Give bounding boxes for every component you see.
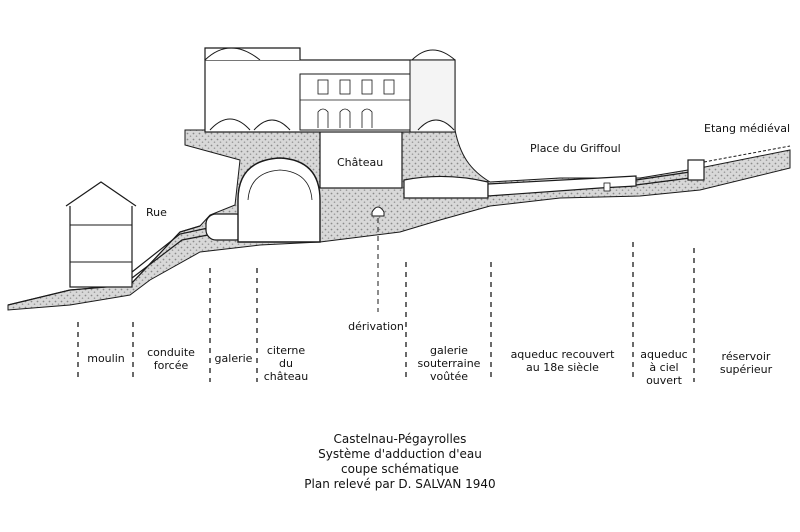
- segment-label-galerie: galerie: [214, 352, 253, 365]
- segment-label-moulin: moulin: [87, 352, 125, 365]
- castle-building: [204, 47, 456, 189]
- caption-line-3: coupe schématique: [341, 462, 459, 476]
- cistern-vault: [237, 157, 321, 243]
- street-label: Rue: [146, 206, 167, 219]
- ground-mass: [7, 129, 791, 311]
- diagram-caption: Castelnau-Pégayrolles Système d'adductio…: [200, 432, 600, 492]
- forced-pipe: [131, 227, 209, 279]
- caption-line-4: Plan relevé par D. SALVAN 1940: [304, 477, 496, 491]
- mill-building: [65, 181, 137, 288]
- open-aqueduct: [635, 171, 691, 186]
- segment-label-derivation: dérivation: [348, 320, 404, 333]
- caption-line-2: Système d'adduction d'eau: [318, 447, 482, 461]
- place-label: Place du Griffoul: [530, 142, 621, 155]
- upper-reservoir: [687, 145, 791, 181]
- vaulted-gallery: [403, 175, 489, 199]
- caption-line-1: Castelnau-Pégayrolles: [333, 432, 467, 446]
- segment-dividers: [77, 242, 695, 382]
- castle-label: Château: [337, 156, 384, 169]
- pond-label: Etang médiéval: [704, 122, 791, 135]
- derivation-shaft: [371, 206, 385, 312]
- covered-aqueduct: [487, 175, 637, 197]
